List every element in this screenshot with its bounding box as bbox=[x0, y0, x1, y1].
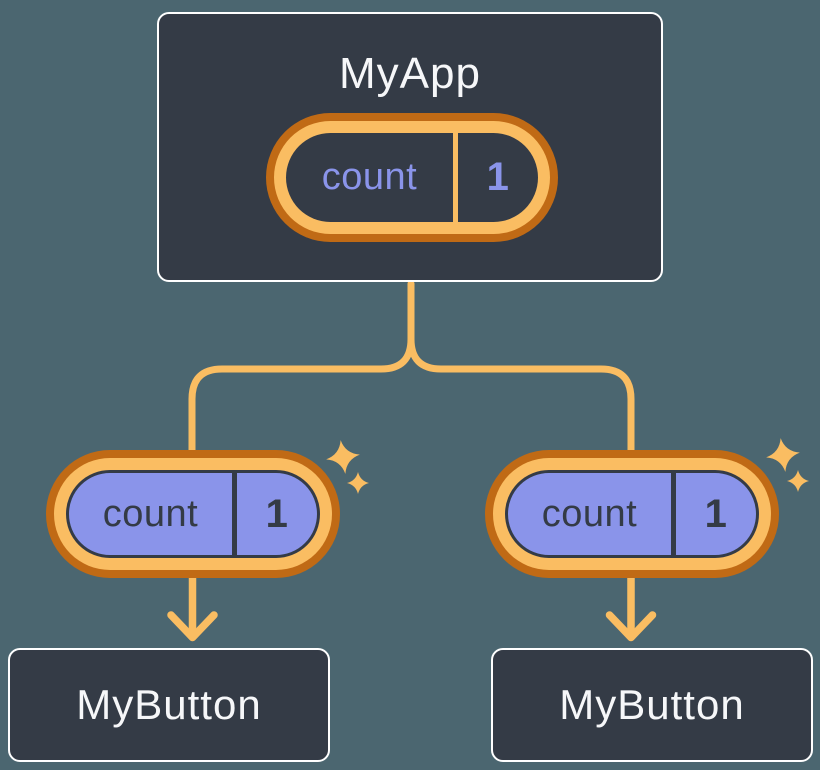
pill-label: count bbox=[102, 492, 199, 535]
pill-label: count bbox=[321, 156, 418, 198]
pill-label: count bbox=[541, 492, 638, 535]
connector-line-right bbox=[407, 280, 635, 456]
pill-value: 1 bbox=[704, 491, 728, 536]
state-pill: count 1 bbox=[286, 133, 538, 222]
connector-line-left bbox=[188, 280, 415, 456]
arrow-down-icon bbox=[605, 574, 657, 642]
prop-pill-left: count 1 bbox=[66, 470, 320, 558]
app-node: MyApp bbox=[157, 12, 663, 282]
pill-divider bbox=[671, 473, 676, 555]
node-title: MyApp bbox=[339, 49, 481, 98]
sparkle-icon bbox=[326, 440, 360, 474]
button-node-left: MyButton bbox=[8, 648, 330, 762]
pill-value: 1 bbox=[486, 155, 510, 199]
pill-value: 1 bbox=[265, 491, 289, 536]
node-title: MyButton bbox=[76, 681, 262, 728]
node-title: MyButton bbox=[559, 681, 745, 728]
prop-pill-right: count 1 bbox=[505, 470, 759, 558]
sparkle-icon bbox=[787, 470, 809, 492]
pill-divider bbox=[232, 473, 237, 555]
arrow-down-icon bbox=[167, 574, 218, 642]
sparkle-icon bbox=[766, 438, 800, 472]
button-node-right: MyButton bbox=[491, 648, 813, 762]
pill-divider bbox=[453, 133, 458, 222]
sparkle-icon bbox=[347, 472, 369, 494]
